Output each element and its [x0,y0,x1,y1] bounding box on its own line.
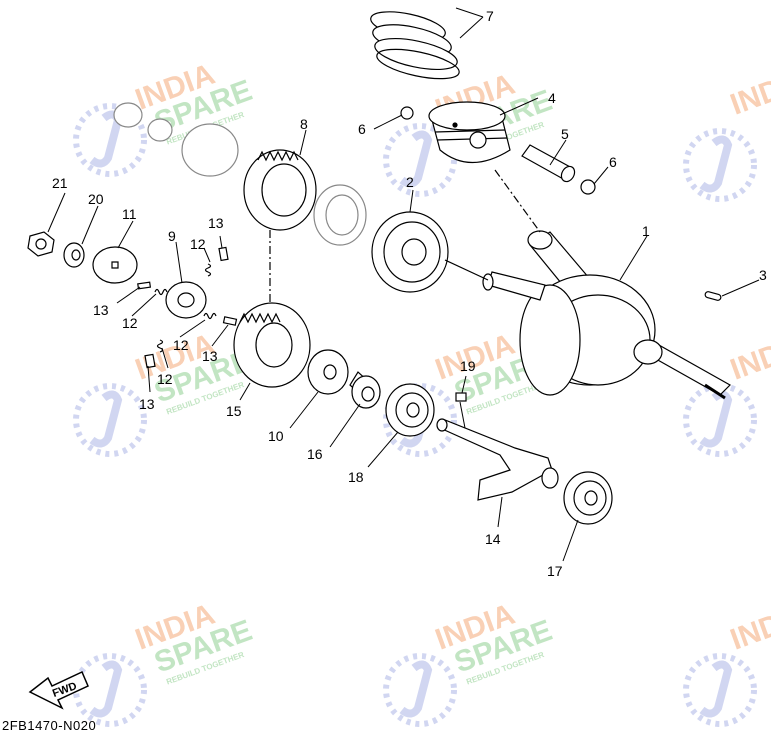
watermark-line1: INDIA [726,63,771,122]
callout-labels: 7 4 6 5 6 1 3 2 8 21 20 11 9 13 12 13 12… [52,8,767,579]
spring-12 [204,263,212,277]
balancer-gear [233,302,311,388]
callout-14: 14 [485,531,501,547]
piston-pin [521,144,576,183]
callout-7: 7 [486,8,494,24]
gear-ghost [313,184,367,246]
callout-20: 20 [88,191,104,207]
lock-washer [92,246,138,284]
callout-12c: 12 [173,337,189,353]
circlip-left [400,106,414,120]
bearing-18 [385,383,435,437]
diagram-code: 2FB1470-N020 [2,718,97,733]
callout-4: 4 [548,90,556,106]
callout-13d: 13 [139,396,155,412]
callout-3: 3 [759,267,767,283]
callout-9: 9 [168,228,176,244]
callout-17: 17 [547,563,563,579]
watermark-logo [686,131,754,199]
callout-13a: 13 [208,215,224,231]
watermark-logo [76,386,144,454]
callout-5: 5 [561,126,569,142]
gear-ghost-top [113,102,239,177]
callout-10: 10 [268,428,284,444]
thrust-washer [307,349,349,395]
watermark-group: INDIA SPARE REBUILD TOGETHER INDIA SPARE… [76,58,771,724]
callout-16: 16 [307,446,323,462]
damper-hub [165,281,207,319]
piston-rings [370,11,460,80]
circlip-right [580,179,596,195]
callout-6: 6 [358,121,366,137]
spring-12 [203,312,217,320]
pin-13 [222,316,238,326]
pin-13 [218,246,229,262]
pin-13 [144,353,156,369]
callout-12d: 12 [157,371,173,387]
crankshaft-assembly [482,230,731,400]
piston [428,101,511,163]
balancer-shaft [436,418,559,501]
nut-21 [27,231,55,257]
key-19 [455,392,467,402]
callout-6b: 6 [609,154,617,170]
callout-19: 19 [460,358,476,374]
callout-2: 2 [406,174,414,190]
axis-line [444,259,489,281]
callout-18: 18 [348,469,364,485]
callout-1: 1 [642,223,650,239]
watermark-line1: INDIA [726,328,771,387]
spring-12 [154,288,168,296]
callout-11: 11 [122,206,137,222]
callout-12a: 12 [190,236,206,252]
callout-13c: 13 [202,348,218,364]
callout-8: 8 [300,116,308,132]
collar [349,371,381,409]
callout-12b: 12 [122,315,138,331]
drive-gear [243,149,317,231]
washer-20 [63,242,85,268]
bearing-left-main [371,211,449,293]
callout-15: 15 [226,403,242,419]
woodruff-key [704,291,722,301]
callout-13b: 13 [93,302,109,318]
pin-13 [137,281,152,290]
callout-21: 21 [52,175,68,191]
watermark-line1: INDIA [726,598,771,657]
watermark-logo [76,656,144,724]
watermark-logo [686,656,754,724]
parts [27,11,731,525]
leader-lines [47,7,760,562]
axis-line [494,169,541,233]
watermark-logo [386,656,454,724]
bearing-17 [563,471,613,525]
